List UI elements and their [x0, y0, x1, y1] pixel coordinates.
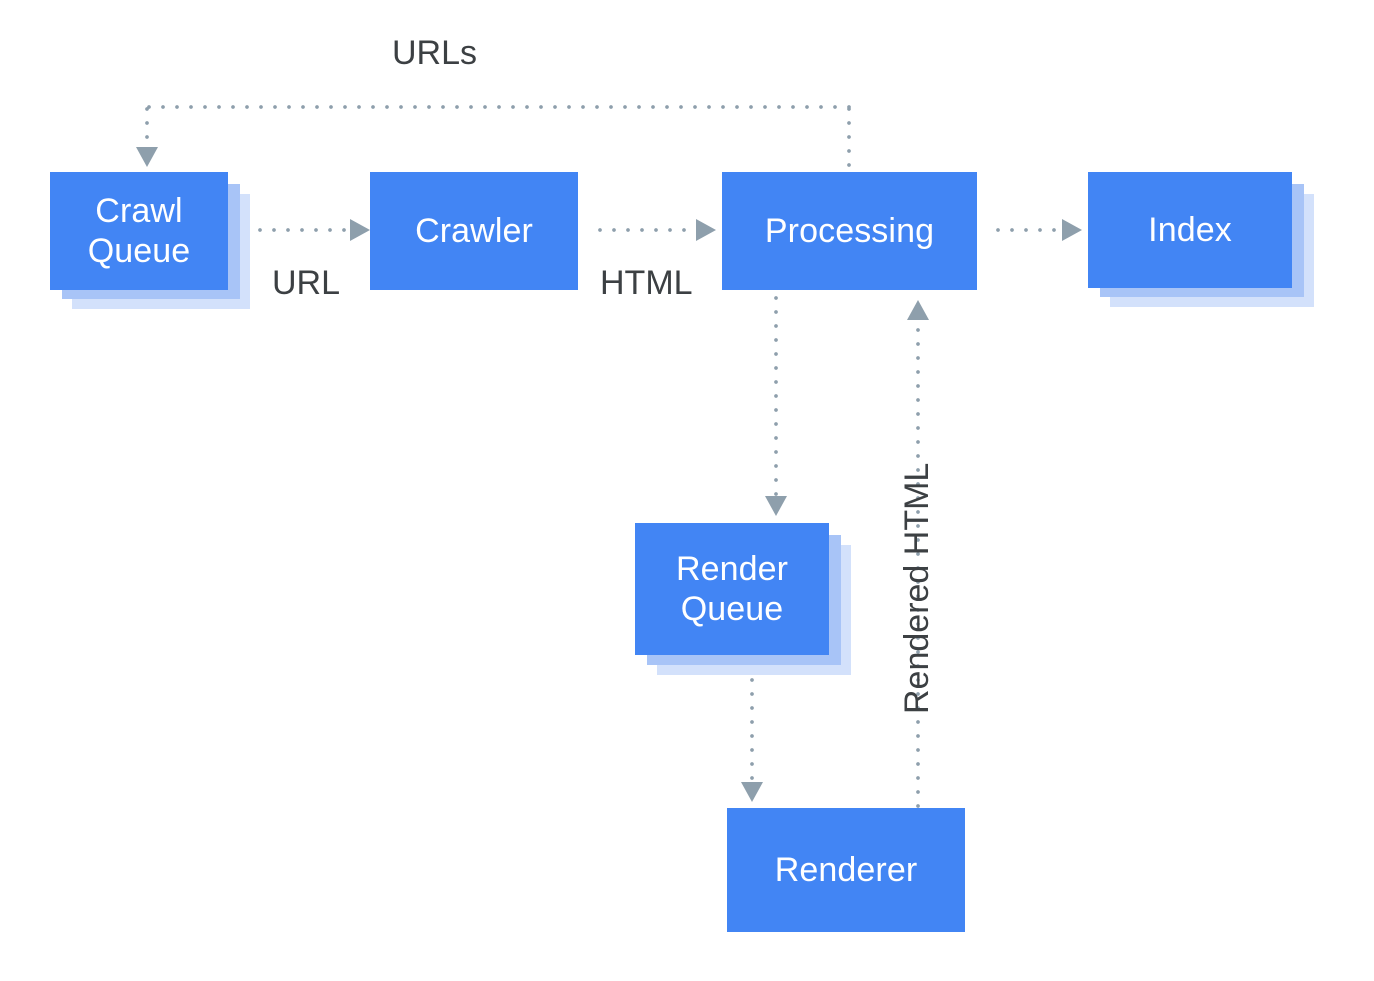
edge-to-index-line: [996, 228, 1068, 232]
edge-label-url: URL: [272, 264, 341, 302]
edge-to-render-queue-arrowhead: [765, 496, 787, 516]
edge-url-line: [258, 228, 358, 232]
edge-label-rendered-html: Rendered HTML: [898, 462, 936, 714]
edge-to-index-arrowhead: [1062, 219, 1082, 241]
node-render-queue[interactable]: Render Queue: [635, 523, 829, 655]
edge-rendered-html-arrowhead: [907, 300, 929, 320]
node-crawl-queue[interactable]: Crawl Queue: [50, 172, 228, 290]
edge-html-line: [598, 228, 702, 232]
edge-label-html: HTML: [600, 264, 693, 302]
edge-to-render-queue-line: [774, 296, 778, 496]
node-crawler[interactable]: Crawler: [370, 172, 578, 290]
edge-urls-arrowhead: [136, 147, 158, 167]
node-index[interactable]: Index: [1088, 172, 1292, 288]
edge-to-renderer-line: [750, 664, 754, 780]
edge-url-arrowhead: [350, 219, 370, 241]
node-processing[interactable]: Processing: [722, 172, 977, 290]
edge-label-urls: URLs: [392, 34, 478, 72]
edge-to-renderer-arrowhead: [741, 782, 763, 802]
edge-rendered-html-line: [916, 328, 920, 810]
edge-html-arrowhead: [696, 219, 716, 241]
edge-urls-segment-down: [145, 107, 149, 149]
node-renderer[interactable]: Renderer: [727, 808, 965, 932]
edge-urls-segment-across: [147, 105, 851, 109]
edge-urls-segment-up: [847, 107, 851, 175]
